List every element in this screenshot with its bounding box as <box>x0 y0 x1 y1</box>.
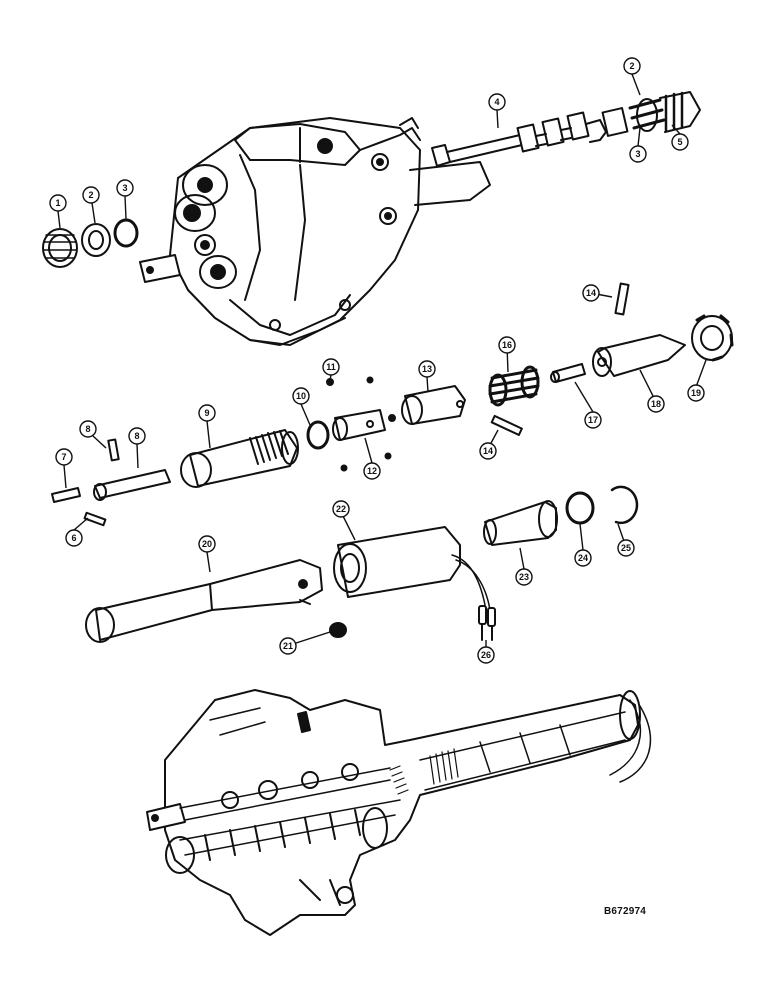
callout-22: 22 <box>332 500 350 518</box>
svg-text:13: 13 <box>422 364 432 374</box>
svg-text:16: 16 <box>502 340 512 350</box>
valve-housing-top <box>139 117 491 346</box>
callout-12: 12 <box>363 462 381 480</box>
part-3-oring-left <box>113 218 139 248</box>
svg-text:23: 23 <box>519 572 529 582</box>
svg-text:14: 14 <box>483 446 493 456</box>
svg-text:10: 10 <box>296 391 306 401</box>
svg-text:4: 4 <box>494 97 499 107</box>
svg-text:12: 12 <box>367 466 377 476</box>
part-25-snap-ring <box>610 485 639 525</box>
callout-25: 25 <box>617 539 635 557</box>
svg-text:3: 3 <box>122 183 127 193</box>
svg-text:8: 8 <box>85 424 90 434</box>
leader-lines <box>57 73 707 653</box>
svg-text:11: 11 <box>326 362 336 372</box>
svg-text:24: 24 <box>578 553 588 563</box>
part-5-spring <box>628 91 701 133</box>
svg-text:18: 18 <box>651 399 661 409</box>
part-19-nut <box>691 314 734 362</box>
callout-2: 2 <box>82 186 100 204</box>
part-18-piston <box>592 334 686 377</box>
svg-text:6: 6 <box>71 533 76 543</box>
callout-5: 5 <box>671 133 689 151</box>
svg-text:5: 5 <box>677 137 682 147</box>
svg-text:8: 8 <box>134 431 139 441</box>
callout-3: 3 <box>629 145 647 163</box>
balls-11 <box>326 376 396 472</box>
svg-text:14: 14 <box>586 288 596 298</box>
callout-26: 26 <box>477 646 495 664</box>
callout-10: 10 <box>292 387 310 405</box>
part-8-rod <box>93 438 171 501</box>
drawing-code: B672974 <box>604 906 646 917</box>
part-26-leads <box>478 605 496 641</box>
callout-6: 6 <box>65 529 83 547</box>
part-13-sleeve <box>401 385 466 425</box>
part-6-pin <box>83 511 107 527</box>
callout-24: 24 <box>574 549 592 567</box>
callout-2: 2 <box>623 57 641 75</box>
part-17-pin <box>550 363 586 383</box>
callout-18: 18 <box>647 395 665 413</box>
part-2-washer-left <box>81 223 111 257</box>
svg-text:1: 1 <box>55 198 60 208</box>
part-16-spring <box>488 365 540 407</box>
part-21-plug <box>329 622 347 638</box>
svg-text:2: 2 <box>629 61 634 71</box>
callout-9: 9 <box>198 404 216 422</box>
svg-text:3: 3 <box>635 149 640 159</box>
part-14-pin-mid <box>490 414 523 436</box>
callout-14: 14 <box>479 442 497 460</box>
part-24-oring <box>565 491 595 525</box>
part-20-cylinder-tube <box>85 559 323 643</box>
callout-11: 11 <box>322 358 340 376</box>
part-10-oring <box>306 420 330 450</box>
callouts: 1 2 3 2 3 4 5 6 7 8 8 9 10 11 12 13 14 1… <box>49 57 705 664</box>
svg-text:9: 9 <box>204 408 209 418</box>
callout-17: 17 <box>584 411 602 429</box>
part-1-plug <box>42 228 78 268</box>
part-23-plunger <box>483 500 558 546</box>
svg-text:17: 17 <box>588 415 598 425</box>
part-9-threaded-sleeve <box>180 429 299 488</box>
part-22-sleeve <box>333 526 491 611</box>
callout-8: 8 <box>79 420 97 438</box>
svg-text:26: 26 <box>481 650 491 660</box>
svg-text:22: 22 <box>336 504 346 514</box>
callout-1: 1 <box>49 194 67 212</box>
part-14-pin-top <box>614 282 630 316</box>
svg-text:21: 21 <box>283 641 293 651</box>
part-4-spool <box>431 107 629 167</box>
assembled-valve-cutaway <box>146 689 652 936</box>
callout-23: 23 <box>515 568 533 586</box>
svg-text:25: 25 <box>621 543 631 553</box>
svg-text:20: 20 <box>202 539 212 549</box>
callout-8: 8 <box>128 427 146 445</box>
callout-19: 19 <box>687 384 705 402</box>
callout-20: 20 <box>198 535 216 553</box>
callout-21: 21 <box>279 637 297 655</box>
callout-13: 13 <box>418 360 436 378</box>
callout-14: 14 <box>582 284 600 302</box>
svg-text:19: 19 <box>691 388 701 398</box>
callout-7: 7 <box>55 448 73 466</box>
callout-4: 4 <box>488 93 506 111</box>
svg-text:7: 7 <box>61 452 66 462</box>
part-7-pin <box>51 487 81 503</box>
svg-text:2: 2 <box>88 190 93 200</box>
callout-3: 3 <box>116 179 134 197</box>
callout-16: 16 <box>498 336 516 354</box>
part-12-plunger <box>332 409 386 441</box>
